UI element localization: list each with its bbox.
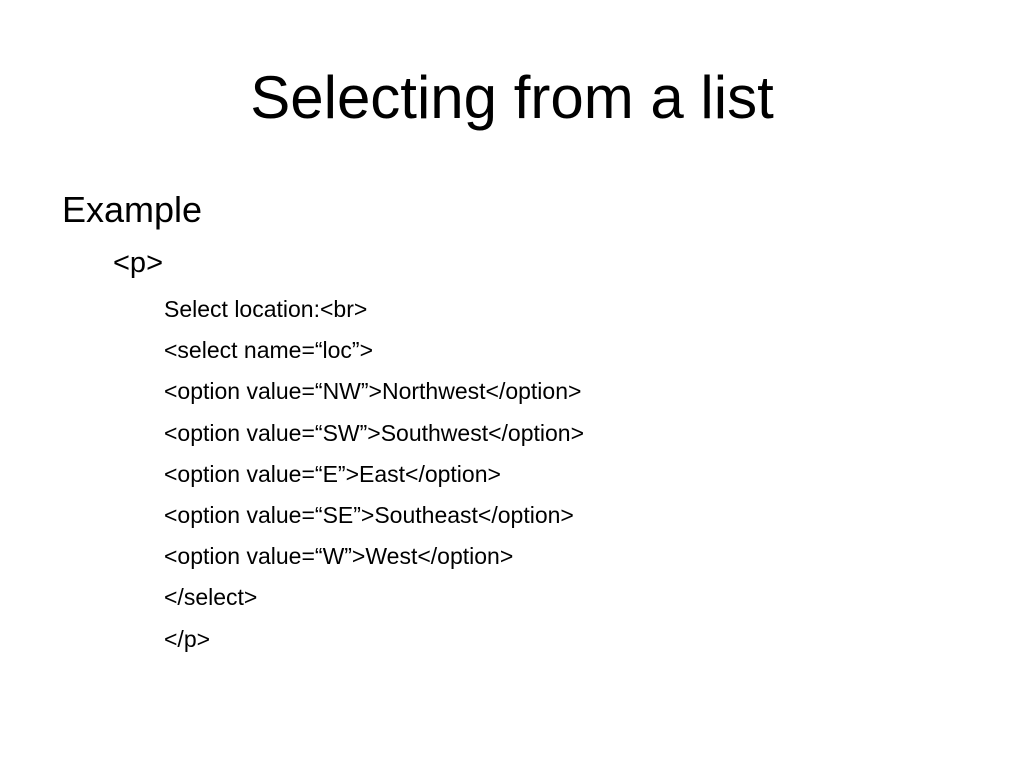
- code-lines: Select location:<br> <select name=“loc”>…: [164, 289, 584, 660]
- bullet-example: Example: [62, 189, 203, 230]
- code-line: </p>: [164, 625, 211, 652]
- slide-title: Selecting from a list: [250, 64, 774, 131]
- code-line: <select name=“loc”>: [164, 337, 374, 364]
- code-line: <option value=“NW”>Northwest</option>: [164, 378, 582, 405]
- code-line: </select>: [164, 584, 258, 611]
- sub-bullet-p-open: <p>: [113, 247, 163, 279]
- code-line: <option value=“E”>East</option>: [164, 460, 501, 487]
- code-line: <option value=“SW”>Southwest</option>: [164, 419, 585, 446]
- code-line: <option value=“SE”>Southeast</option>: [164, 501, 574, 528]
- code-line: <option value=“W”>West</option>: [164, 543, 514, 570]
- code-line: Select location:<br>: [164, 296, 368, 322]
